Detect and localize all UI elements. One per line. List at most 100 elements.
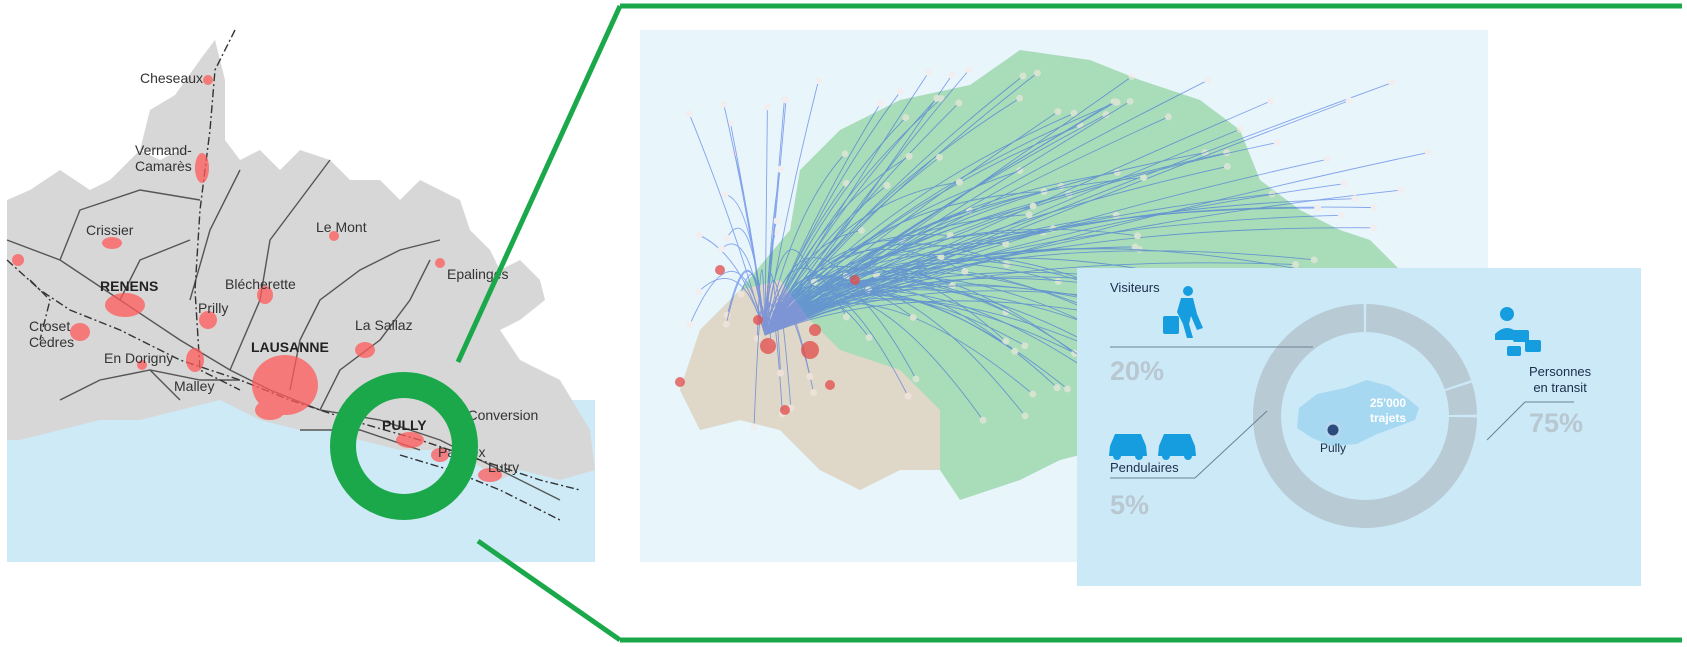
flow-line [764, 257, 847, 336]
destination-marker [842, 179, 850, 187]
flow-line [688, 113, 766, 336]
destination-marker [1131, 243, 1139, 251]
destination-marker [1016, 94, 1024, 102]
destination-marker [1370, 204, 1378, 212]
transit-percentage: 75% [1529, 408, 1584, 438]
trip-donut-chart [1109, 286, 1574, 528]
destination-marker [883, 182, 891, 190]
destination-marker [1071, 349, 1079, 357]
person-traffic-icon [1495, 307, 1541, 356]
place-label-epalinges: Epalinges [447, 266, 509, 282]
destination-marker [1337, 211, 1345, 219]
flow-line [764, 156, 910, 336]
place-label-le-mont: Le Mont [316, 219, 367, 235]
place-label-crissier: Crissier [86, 222, 134, 238]
destination-marker [776, 165, 784, 173]
destination-marker [1340, 180, 1348, 188]
pendulaires-leader-line-d [1194, 410, 1268, 479]
transit-leader-line-d [1486, 401, 1526, 441]
destination-marker [814, 77, 822, 85]
flow-line [764, 198, 1356, 336]
trip-count-unit: trajets [1369, 411, 1407, 425]
destination-marker [722, 320, 730, 328]
destination-marker [1204, 76, 1212, 84]
flow-line [764, 284, 914, 336]
destination-marker [948, 71, 956, 79]
flow-line [764, 69, 970, 336]
destination-marker [810, 389, 818, 397]
flow-line [753, 306, 766, 427]
destination-marker [1019, 72, 1027, 80]
flow-line [764, 106, 768, 336]
destination-marker [685, 110, 693, 118]
destination-marker [979, 416, 987, 424]
destination-marker [1351, 195, 1359, 203]
flow-line [764, 97, 938, 336]
place-label-la-conversion: La Conversion [448, 407, 539, 423]
place-label-renens: RENENS [100, 278, 159, 294]
destination-marker [1029, 390, 1037, 398]
place-label-malley: Malley [174, 378, 215, 394]
western-cantons [680, 280, 940, 490]
pully-label: Pully [1320, 441, 1347, 455]
destination-marker [865, 333, 873, 341]
destination-marker [1112, 211, 1120, 219]
region-map-graphic [6, 29, 595, 562]
destination-marker [896, 88, 904, 96]
destination-marker [695, 231, 703, 239]
destination-marker [1314, 204, 1322, 212]
destination-marker [905, 152, 913, 160]
place-label-cheseaux: Cheseaux [140, 70, 204, 86]
trip-count-value: 25'000 [1369, 396, 1407, 410]
destination-marker [1016, 167, 1024, 175]
destination-marker [935, 153, 943, 161]
destination-marker [858, 226, 866, 234]
place-label-la-sallaz: La Sallaz [355, 317, 413, 333]
flow-line [764, 103, 881, 336]
destination-marker [806, 372, 814, 380]
destination-marker [1236, 125, 1244, 133]
destination-marker [721, 191, 729, 199]
north-land [140, 40, 220, 150]
place-label-pully: PULLY [382, 417, 427, 433]
flow-line [764, 248, 966, 336]
cars-icon [1109, 434, 1196, 460]
destination-marker [1003, 260, 1011, 268]
pendulaires-label: Pendulaires [1110, 460, 1179, 475]
destination-marker [1126, 97, 1134, 105]
flow-line [764, 80, 1208, 336]
destination-marker [842, 313, 850, 321]
destination-marker [1323, 155, 1331, 163]
destination-marker [695, 288, 703, 296]
flow-line [764, 253, 1085, 336]
place-label-vernand-camares: Vernand- Camarès [135, 142, 192, 174]
destination-marker [1054, 108, 1062, 116]
destination-marker [955, 178, 963, 186]
destination-marker [1310, 256, 1318, 264]
destination-marker [1002, 337, 1010, 345]
place-label-lutry: Lutry [488, 459, 520, 475]
place-label-croset-cedres: Croset Cèdres [29, 318, 75, 350]
activity-hotspots [12, 75, 502, 482]
flow-line [764, 189, 1402, 336]
destination-marker [1102, 111, 1110, 119]
destination-marker [777, 369, 785, 377]
destination-marker [904, 392, 912, 400]
destination-marker [876, 99, 884, 107]
place-label-blecherette: Blécherette [225, 276, 296, 292]
flow-line [764, 293, 984, 421]
flow-line [764, 112, 1075, 336]
destination-marker [1223, 149, 1231, 157]
flow-line [721, 243, 766, 336]
destination-marker [1112, 98, 1120, 106]
destination-marker [1070, 109, 1078, 117]
destination-marker [925, 69, 933, 77]
destination-marker [1128, 73, 1136, 81]
destination-marker [750, 423, 758, 431]
destination-marker [937, 253, 945, 261]
switzerland-map-graphic [675, 50, 1433, 500]
destination-marker [965, 66, 973, 74]
flow-line [764, 80, 819, 336]
destination-marker [1133, 232, 1141, 240]
destination-marker [1397, 186, 1405, 194]
